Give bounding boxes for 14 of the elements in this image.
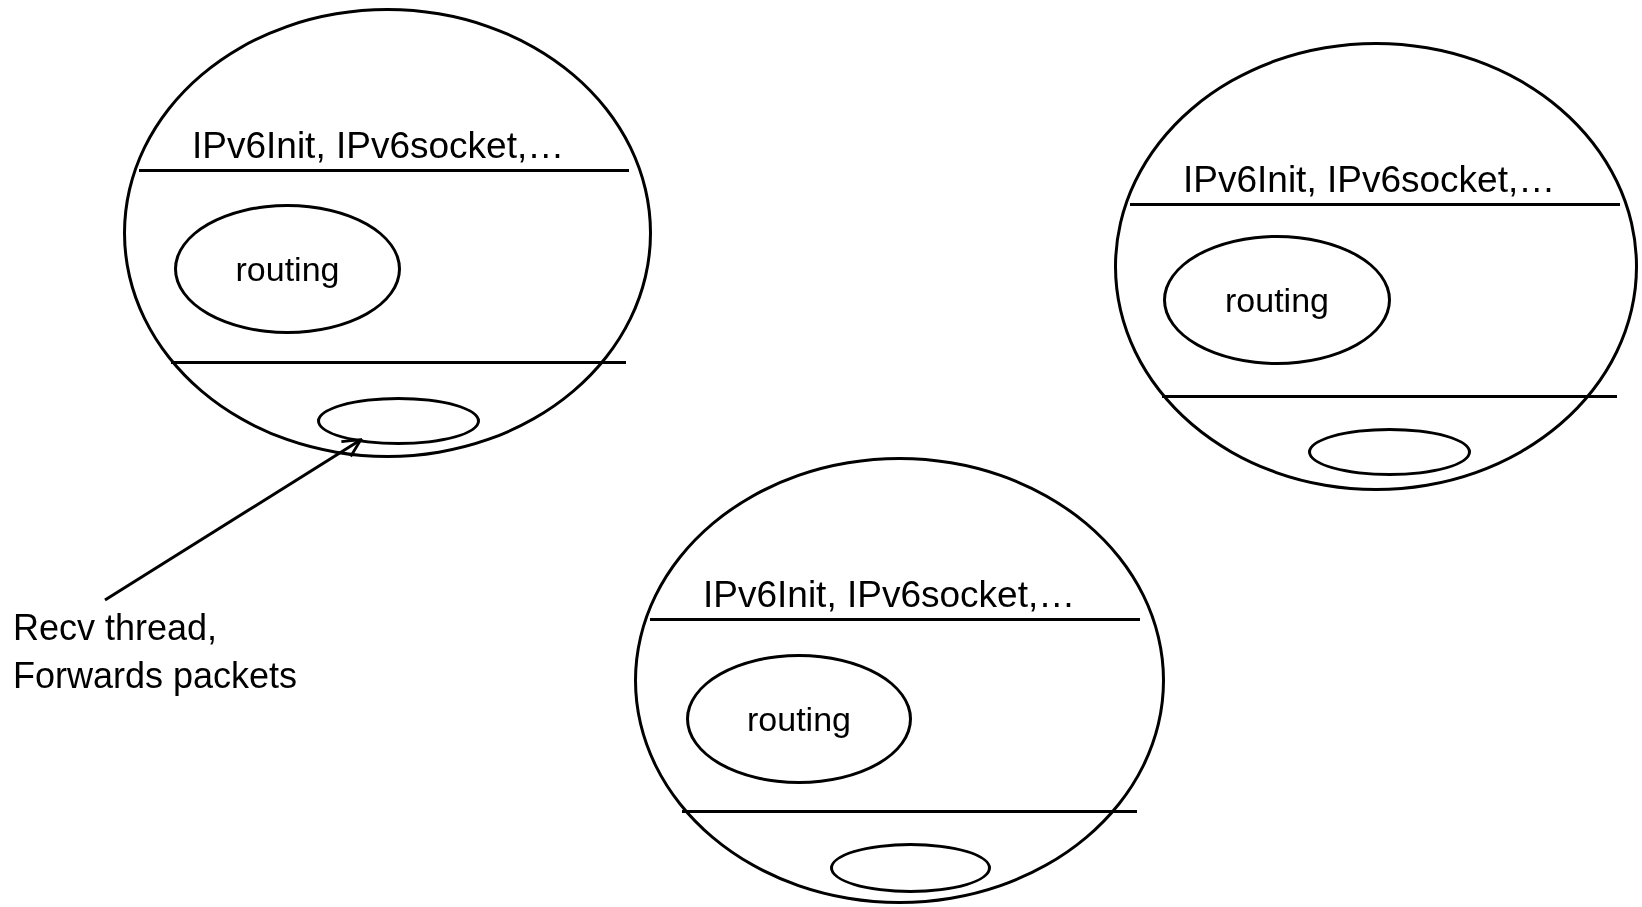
leader-arrow [104,438,363,602]
component-ellipse [123,8,652,458]
component-ellipse [634,457,1165,904]
module-ellipse: routing [1163,235,1391,365]
component-ellipse [1114,42,1638,491]
empty-ellipse [830,843,991,893]
module-ellipse: routing [174,204,401,334]
empty-ellipse [317,397,480,445]
annotation-text: Recv thread, Forwards packets [13,600,353,710]
empty-ellipse [1308,428,1471,476]
module-ellipse: routing [686,654,912,784]
component-heading: IPv6Init, IPv6socket,… [1183,159,1556,201]
component-heading: IPv6Init, IPv6socket,… [703,574,1076,616]
component-heading: IPv6Init, IPv6socket,… [192,125,565,167]
